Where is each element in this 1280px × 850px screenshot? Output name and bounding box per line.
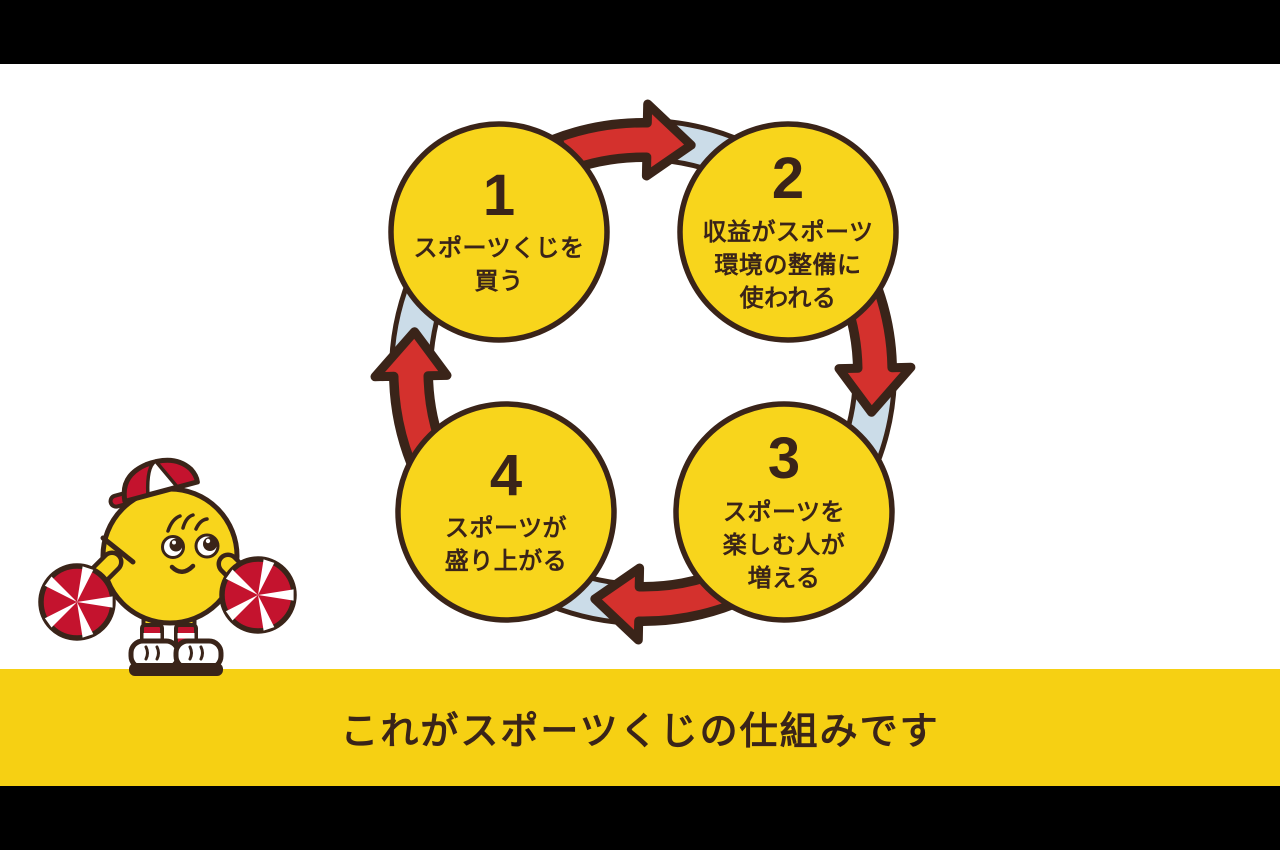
step-4-number: 4 <box>489 442 523 508</box>
step-2-label: 使われる <box>739 284 837 312</box>
step-3-label: 増える <box>747 564 821 592</box>
step-1: 1 スポーツくじを 買う <box>391 124 607 340</box>
step-1-label: スポーツくじを <box>413 235 585 263</box>
caption-text: これがスポーツくじの仕組みです <box>340 711 940 753</box>
step-2-number: 2 <box>771 146 805 212</box>
step-2-label: 環境の整備に <box>714 251 862 279</box>
step-3: 3 スポーツを 楽しむ人が 増える <box>676 404 892 620</box>
step-3-number: 3 <box>767 426 801 492</box>
step-2: 2 収益がスポーツ 環境の整備に 使われる <box>680 124 896 340</box>
caption-banner: これがスポーツくじの仕組みです <box>0 669 1280 786</box>
step-3-label: スポーツを <box>722 498 846 526</box>
content-panel <box>0 64 1280 669</box>
step-4: 4 スポーツが 盛り上がる <box>398 404 614 620</box>
step-3-label: 楽しむ人が <box>722 531 846 559</box>
step-2-label: 収益がスポーツ <box>702 218 874 246</box>
step-4-label: スポーツが <box>444 515 568 543</box>
step-4-label: 盛り上がる <box>444 548 568 576</box>
step-1-number: 1 <box>482 162 516 228</box>
step-1-label: 買う <box>474 268 524 296</box>
